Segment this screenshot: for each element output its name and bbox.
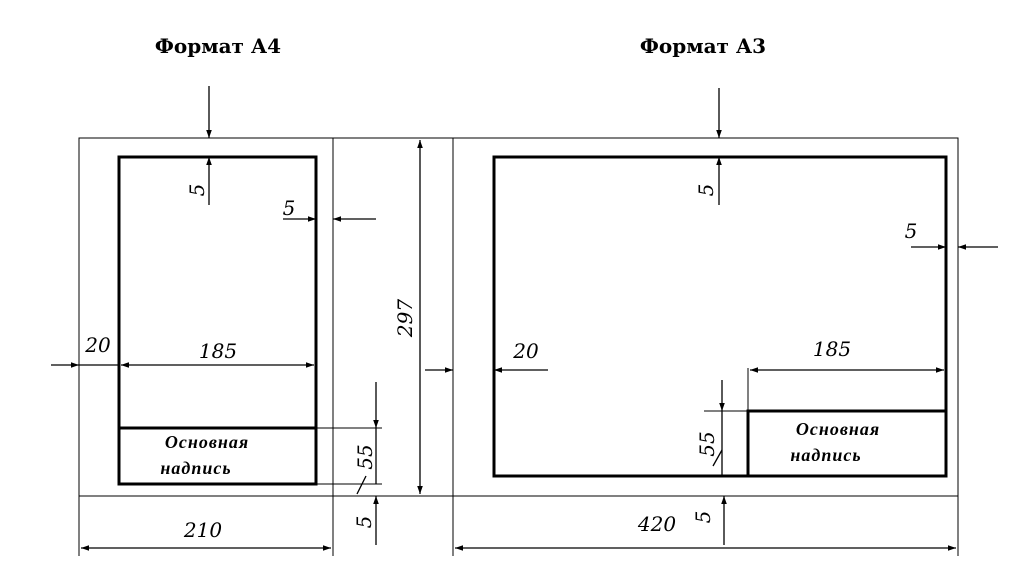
a3-dim-bottom: 5 xyxy=(691,511,715,524)
a3-stamp-line2: надпись xyxy=(790,445,861,465)
a3-dim-stamp-width: 185 xyxy=(813,337,851,361)
a4-dim-left: 20 xyxy=(84,333,111,357)
a4-stamp-tick xyxy=(356,475,367,495)
a4-dim-top: 5 xyxy=(185,184,209,197)
a3-dim-stamp-height: 55 xyxy=(695,431,719,456)
a3-dim-right: 5 xyxy=(905,219,918,243)
a4-stamp-line2: надпись xyxy=(160,458,231,478)
a4-dim-sheet-height: 297 xyxy=(393,299,417,338)
a4-dim-bottom: 5 xyxy=(352,516,376,529)
a3-stamp-tick xyxy=(712,449,723,467)
a3-dim-top: 5 xyxy=(694,184,718,197)
a3-format: 5 5 20 185 Основная надпись 55 5 420 xyxy=(425,88,998,556)
a3-title: Формат А3 xyxy=(640,34,766,58)
a3-dim-left: 20 xyxy=(512,339,539,363)
a4-frame xyxy=(117,155,318,486)
a4-dim-inner-width: 185 xyxy=(199,339,237,363)
a3-dim-sheet-width: 420 xyxy=(637,512,676,536)
a4-dim-sheet-width: 210 xyxy=(183,518,222,542)
a3-stamp-line1: Основная xyxy=(796,419,880,439)
a4-format: 5 5 20 185 Основная надпись 55 5 210 xyxy=(51,86,453,556)
a3-stamp-box xyxy=(746,409,948,478)
a4-title: Формат А4 xyxy=(155,34,281,58)
a4-dim-stamp-height: 55 xyxy=(353,444,377,469)
a4-dim-right: 5 xyxy=(283,196,296,220)
a4-stamp-line1: Основная xyxy=(165,432,249,452)
